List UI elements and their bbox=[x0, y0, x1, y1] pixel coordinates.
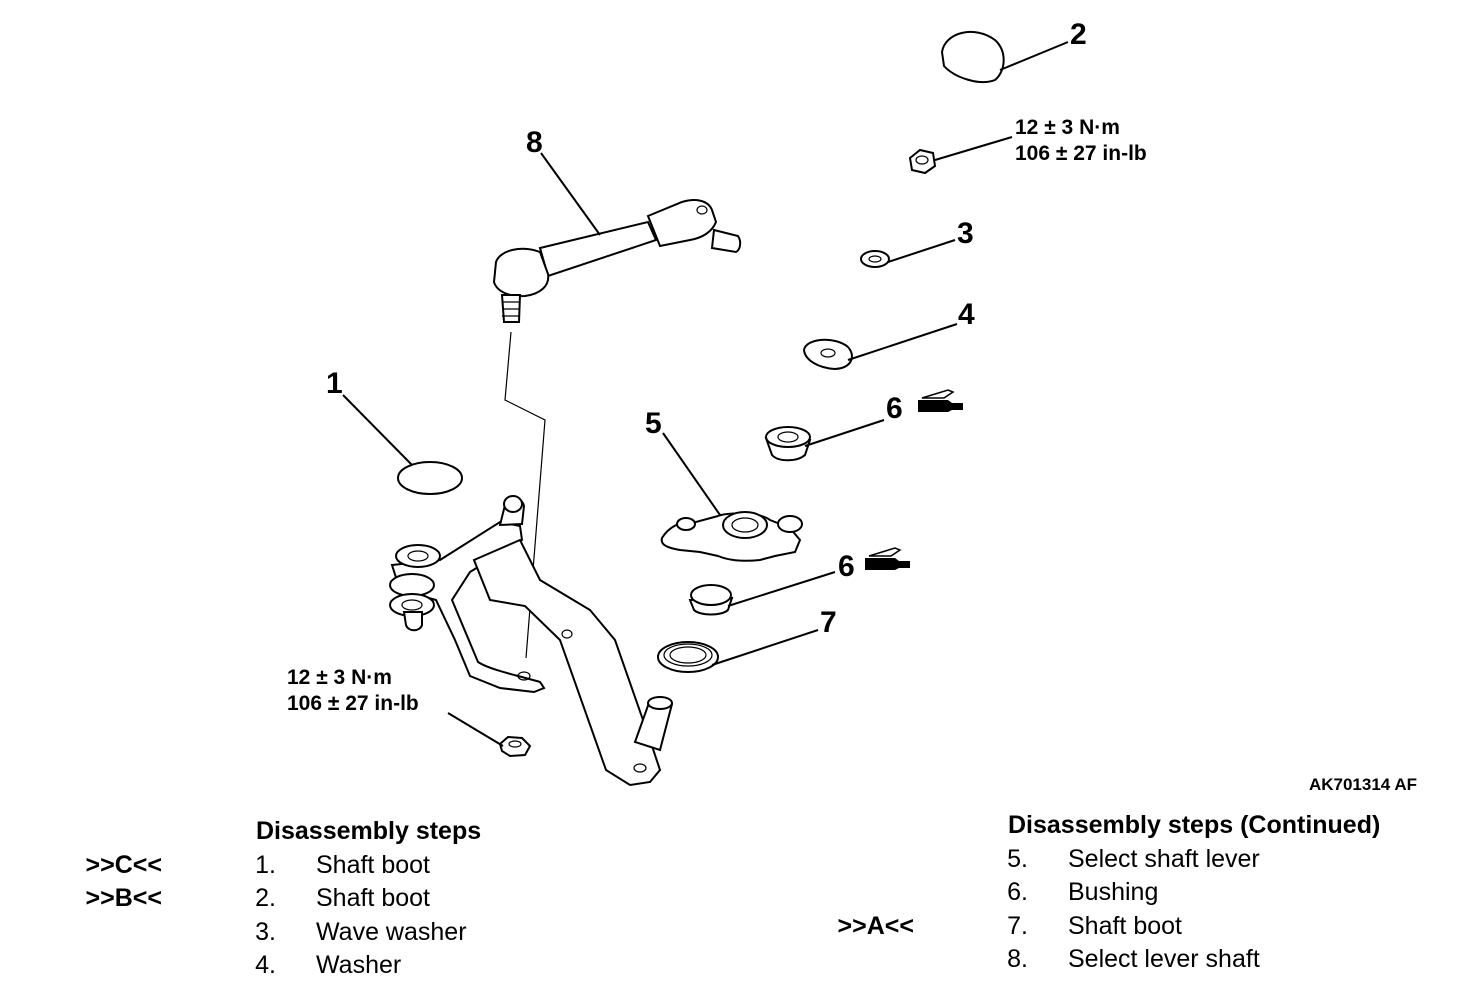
disassembly-steps-left: Disassembly steps >>C<< 1. Shaft boot >>… bbox=[52, 815, 482, 983]
step-number: 8. bbox=[1007, 945, 1028, 973]
step-number: 3. bbox=[255, 917, 276, 946]
upper-nut bbox=[908, 136, 1013, 175]
step-row: 4. Washer bbox=[52, 949, 481, 983]
service-mark: >>B<< bbox=[85, 884, 162, 912]
callout-6-upper: 6 bbox=[886, 392, 903, 425]
step-row: 5. Select shaft lever bbox=[804, 843, 1380, 877]
step-number: 7. bbox=[1007, 911, 1028, 940]
steps-heading: Disassembly steps (Continued) bbox=[1008, 811, 1381, 839]
step-row: 8. Select lever shaft bbox=[804, 943, 1380, 977]
step-row: >>A<< 7. Shaft boot bbox=[804, 910, 1380, 944]
lower-nut bbox=[447, 712, 532, 758]
figure-code: AK701314 AF bbox=[1309, 775, 1417, 794]
part-7-shaft-boot bbox=[657, 629, 819, 673]
steps-heading-row: Disassembly steps (Continued) bbox=[804, 809, 1380, 843]
step-name: Washer bbox=[316, 951, 402, 979]
step-number: 2. bbox=[255, 884, 276, 912]
callout-8: 8 bbox=[526, 126, 543, 159]
step-name: Bushing bbox=[1068, 878, 1159, 906]
steps-heading: Disassembly steps bbox=[256, 817, 482, 845]
part-1-shaft-boot bbox=[342, 394, 463, 495]
step-name: Shaft boot bbox=[316, 884, 430, 912]
torque-lower-metric: 12 ± 3 N·m bbox=[287, 666, 392, 689]
callout-2: 2 bbox=[1070, 18, 1087, 51]
torque-upper-imperial: 106 ± 27 in-lb bbox=[1015, 142, 1147, 165]
step-number: 4. bbox=[255, 951, 276, 979]
step-name: Shaft boot bbox=[316, 850, 430, 879]
part-6-bushing-lower bbox=[688, 571, 836, 616]
part-3-wave-washer bbox=[860, 239, 956, 268]
step-number: 5. bbox=[1007, 844, 1028, 873]
step-number: 6. bbox=[1007, 878, 1028, 906]
step-name: Wave washer bbox=[316, 917, 467, 946]
part-6-bushing-upper bbox=[764, 419, 885, 462]
grease-icon-lower bbox=[865, 547, 910, 570]
step-name: Shaft boot bbox=[1068, 911, 1182, 940]
callout-5: 5 bbox=[645, 407, 662, 440]
torque-lower-imperial: 106 ± 27 in-lb bbox=[287, 692, 419, 715]
step-row: >>B<< 2. Shaft boot bbox=[52, 882, 481, 916]
step-number: 1. bbox=[255, 850, 276, 879]
callout-4: 4 bbox=[958, 298, 975, 331]
step-row: 3. Wave washer bbox=[52, 916, 481, 950]
exploded-parts-diagram: 2 12 ± 3 N·m 106 ± 27 in-lb 3 4 6 bbox=[287, 18, 1417, 794]
step-row: >>C<< 1. Shaft boot bbox=[52, 849, 481, 883]
shift-lever-bracket bbox=[389, 495, 674, 787]
part-5-select-shaft-lever bbox=[660, 432, 803, 562]
step-name: Select lever shaft bbox=[1068, 945, 1260, 973]
callout-6-lower: 6 bbox=[838, 550, 855, 583]
alignment-line bbox=[504, 331, 546, 659]
step-name: Select shaft lever bbox=[1068, 844, 1260, 873]
part-4-washer bbox=[802, 323, 958, 371]
part-2-shaft-boot bbox=[940, 31, 1069, 84]
callout-7: 7 bbox=[820, 606, 837, 639]
torque-upper-metric: 12 ± 3 N·m bbox=[1015, 116, 1120, 139]
step-row: 6. Bushing bbox=[804, 876, 1380, 910]
steps-heading-row: Disassembly steps bbox=[52, 815, 481, 849]
callout-1: 1 bbox=[326, 367, 343, 400]
part-8-select-lever-shaft bbox=[492, 152, 742, 323]
service-mark: >>A<< bbox=[837, 911, 914, 940]
grease-icon-upper bbox=[918, 389, 963, 412]
service-mark: >>C<< bbox=[85, 850, 162, 879]
disassembly-steps-right: Disassembly steps (Continued) 5. Select … bbox=[804, 809, 1381, 977]
callout-3: 3 bbox=[957, 217, 974, 250]
